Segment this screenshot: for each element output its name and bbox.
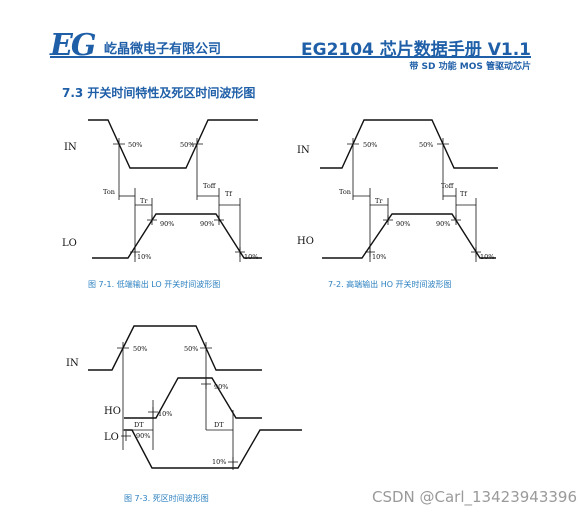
fig3-in-label: IN bbox=[66, 358, 79, 369]
section-heading: 7.3 开关时间特性及死区时间波形图 bbox=[62, 86, 256, 100]
fig3-10pct-tick-b bbox=[228, 457, 238, 467]
fig3-10pct-tick-a bbox=[148, 407, 158, 417]
fig2-ton-label: Ton bbox=[339, 188, 351, 196]
fig1-10pct-tick-a bbox=[130, 247, 140, 257]
fig3-10pct-label-a: 10% bbox=[158, 410, 172, 418]
fig1-lo-waveform bbox=[92, 213, 262, 259]
fig1-toff-label: Toff bbox=[203, 182, 217, 190]
fig1-50pct-tick-b bbox=[191, 138, 203, 150]
fig1-10pct-label-a: 10% bbox=[137, 253, 151, 261]
fig1-50pct-label-a: 50% bbox=[128, 141, 142, 149]
figure-7-1-diagram: IN LO 50% 50% Ton Tr Toff Tf 90% 90% 10%… bbox=[62, 119, 262, 262]
fig1-lo-label: LO bbox=[62, 238, 77, 249]
fig3-ho-waveform bbox=[124, 377, 262, 419]
fig1-50pct-label-b: 50% bbox=[180, 141, 194, 149]
fig1-10pct-tick-b bbox=[235, 247, 245, 257]
fig3-ho-label: HO bbox=[104, 406, 121, 417]
fig2-90pct-label-b: 90% bbox=[436, 220, 450, 228]
fig1-tf-label: Tf bbox=[225, 190, 232, 198]
fig2-in-waveform bbox=[320, 119, 498, 169]
fig2-10pct-label-b: 10% bbox=[480, 253, 494, 261]
fig2-tr-label: Tr bbox=[375, 197, 383, 205]
fig2-90pct-tick-b bbox=[451, 215, 461, 225]
fig2-ho-waveform bbox=[322, 213, 496, 259]
fig1-in-waveform bbox=[88, 119, 258, 169]
fig1-in-label: IN bbox=[64, 142, 77, 153]
fig2-50pct-tick-a bbox=[347, 138, 359, 150]
fig1-90pct-label-b: 90% bbox=[200, 220, 214, 228]
fig3-dt1-label: DT bbox=[134, 421, 144, 429]
fig1-10pct-label-b: 10% bbox=[244, 253, 258, 261]
fig2-90pct-tick-a bbox=[383, 215, 393, 225]
fig2-10pct-tick-a bbox=[365, 247, 375, 257]
fig1-50pct-tick-a bbox=[113, 138, 125, 150]
fig2-in-label: IN bbox=[297, 145, 310, 156]
fig3-50pct-tick-b bbox=[200, 342, 212, 354]
fig1-tr-label: Tr bbox=[140, 197, 148, 205]
fig2-tf-label: Tf bbox=[460, 190, 467, 198]
fig2-90pct-label-a: 90% bbox=[396, 220, 410, 228]
fig2-50pct-label-b: 50% bbox=[419, 141, 433, 149]
fig3-dt2-label: DT bbox=[214, 421, 224, 429]
fig2-10pct-label-a: 10% bbox=[372, 253, 386, 261]
figure-7-1-caption: 图 7-1. 低端输出 LO 开关时间波形图 bbox=[88, 280, 221, 289]
fig3-50pct-label-b: 50% bbox=[184, 345, 198, 353]
document-subtitle: 带 SD 功能 MOS 管驱动芯片 bbox=[409, 62, 531, 72]
fig3-in-waveform bbox=[88, 325, 262, 371]
fig3-90pct-label-a: 90% bbox=[136, 432, 150, 440]
figure-7-3-caption: 图 7-3. 死区时间波形图 bbox=[124, 494, 209, 503]
figure-7-2-diagram: IN HO 50% 50% Ton Tr Toff Tf 90% 90% 10%… bbox=[297, 119, 498, 262]
fig3-90pct-tick-a bbox=[121, 431, 131, 441]
fig2-toff-label: Toff bbox=[441, 182, 455, 190]
fig1-90pct-tick-b bbox=[214, 215, 224, 225]
fig2-50pct-label-a: 50% bbox=[363, 141, 377, 149]
fig2-50pct-tick-b bbox=[437, 138, 449, 150]
fig2-10pct-tick-b bbox=[471, 247, 481, 257]
fig3-50pct-tick-a bbox=[117, 342, 129, 354]
fig3-90pct-tick-b bbox=[201, 379, 211, 389]
company-name: 屹晶微电子有限公司 bbox=[104, 42, 222, 57]
csdn-watermark: CSDN @Carl_13423943396 bbox=[371, 488, 577, 506]
fig3-90pct-label-b: 90% bbox=[214, 383, 228, 391]
fig3-lo-label: LO bbox=[104, 432, 119, 443]
fig1-ton-label: Ton bbox=[103, 188, 115, 196]
document-title: EG2104 芯片数据手册 V1.1 bbox=[301, 40, 531, 60]
fig1-90pct-tick-a bbox=[147, 215, 157, 225]
fig2-ho-label: HO bbox=[297, 236, 314, 247]
fig3-10pct-label-b: 10% bbox=[212, 458, 226, 466]
header-divider bbox=[50, 56, 531, 58]
figure-7-3-diagram: IN HO LO 50% 50% DT DT 90% 90% 10% 10% bbox=[66, 325, 302, 470]
figure-7-2-caption: 7-2. 高端输出 HO 开关时间波形图 bbox=[328, 280, 452, 289]
fig3-50pct-label-a: 50% bbox=[133, 345, 147, 353]
fig1-90pct-label-a: 90% bbox=[160, 220, 174, 228]
